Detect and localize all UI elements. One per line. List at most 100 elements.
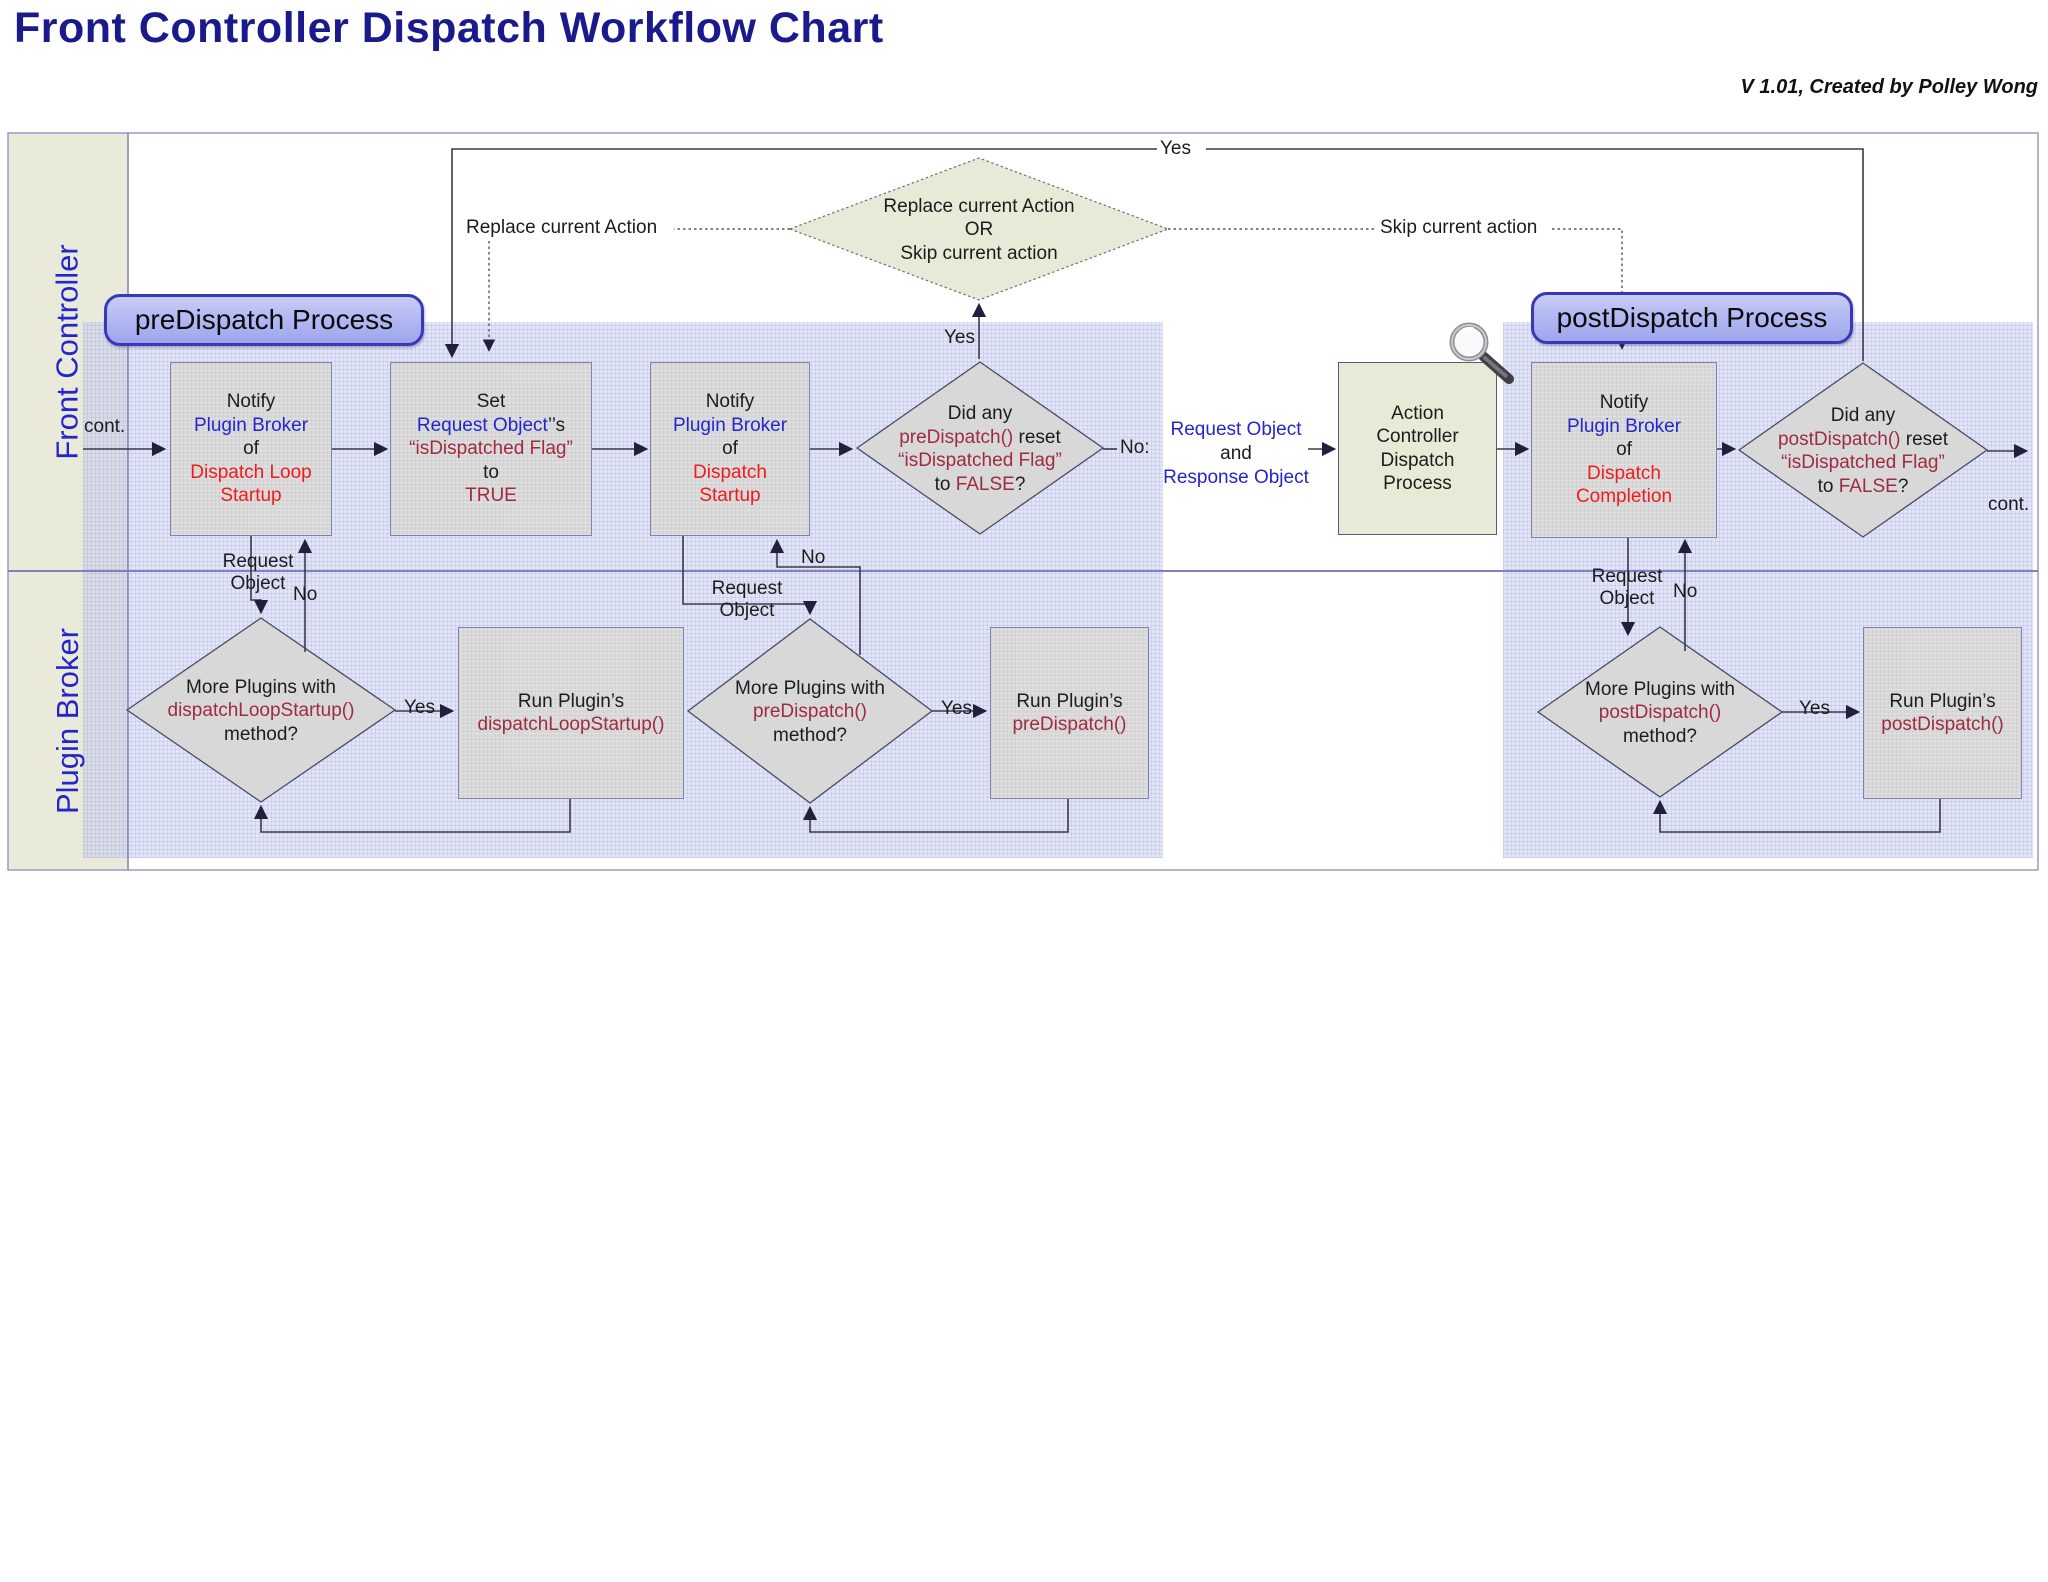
node-text: postDispatch() (1598, 702, 1722, 724)
label-cont-out: cont. (1988, 494, 2030, 515)
node-text: Plugin Broker (193, 414, 309, 436)
node-text: method? (224, 723, 298, 745)
lane-front-controller-label: Front Controller (50, 244, 86, 460)
label-text: Request Object (1170, 419, 1302, 440)
node-text: Replace current Action (883, 195, 1075, 217)
label-text: Object (230, 573, 286, 594)
node-text: Run Plugin’s (517, 690, 625, 712)
node-text: to (934, 473, 956, 495)
node-text: Startup (699, 485, 761, 507)
label-no-1: No (293, 584, 318, 605)
node-text: Plugin Broker (672, 414, 788, 436)
node-notify-dispatch-startup: Notify Plugin Broker of Dispatch Startup (650, 362, 810, 536)
node-set-isdispatched-true: Set Request Object’’s “isDispatched Flag… (390, 362, 592, 536)
node-text: Dispatch (1587, 462, 1661, 484)
label-text: Request (1591, 566, 1663, 587)
magnifier-icon (1449, 322, 1514, 384)
node-text: Dispatch Loop (190, 461, 312, 483)
node-text: Set (476, 391, 506, 413)
label-yes-2: Yes (941, 698, 972, 719)
replace-or-skip-text: Replace current Action OR Skip current a… (809, 187, 1149, 273)
node-text: method? (1623, 725, 1697, 747)
postdispatch-process-pill: postDispatch Process (1531, 292, 1853, 344)
node-text: TRUE (465, 485, 517, 507)
node-text: “isDispatched Flag” (898, 450, 1062, 471)
lane-plugin-broker: Plugin Broker (8, 571, 128, 870)
predispatch-reset-text: Did any preDispatch() reset “isDispatche… (876, 395, 1084, 503)
node-text: Run Plugin’s (1889, 690, 1996, 712)
label-no-colon: No: (1120, 437, 1150, 458)
node-text: of (243, 438, 259, 460)
node-text: Completion (1575, 486, 1673, 508)
node-text: FALSE (1838, 475, 1898, 497)
label-yes-to-replace-skip: Yes (944, 327, 975, 348)
node-run-postdispatch: Run Plugin’s postDispatch() (1863, 627, 2022, 799)
node-text: More Plugins with (1585, 678, 1735, 700)
label-no-2: No (801, 547, 826, 568)
node-text: More Plugins with (735, 677, 885, 699)
label-request-response-objects: Request Object and Response Object (1151, 418, 1321, 490)
postdispatch-pill-label: postDispatch Process (1556, 302, 1828, 333)
label-request-object-1: Request Object (208, 551, 308, 595)
label-yes-3: Yes (1799, 698, 1830, 719)
label-skip-current-action: Skip current action (1380, 217, 1538, 238)
node-text: Notify (705, 391, 755, 413)
label-text: and (1220, 443, 1252, 464)
label-yes-1: Yes (404, 697, 435, 718)
node-text: of (722, 438, 738, 460)
node-text: Notify (1599, 392, 1649, 414)
lane-front-controller: Front Controller (8, 133, 128, 571)
label-cont-in: cont. (84, 416, 126, 437)
label-request-object-3: Request Object (1577, 566, 1677, 610)
node-notify-dispatch-loop-startup: Notify Plugin Broker of Dispatch Loop St… (170, 362, 332, 536)
node-notify-dispatch-completion: Notify Plugin Broker of Dispatch Complet… (1531, 362, 1717, 538)
node-text: Process (1383, 473, 1452, 494)
node-text: dispatchLoopStartup() (167, 700, 355, 722)
node-text: More Plugins with (186, 676, 336, 698)
node-text: preDispatch() (899, 426, 1014, 448)
node-text: reset (1900, 428, 1949, 450)
node-text: to (483, 461, 499, 483)
node-text: ? (1897, 475, 1909, 497)
node-text: Controller (1376, 426, 1459, 447)
node-text: Did any (1830, 405, 1896, 426)
node-text: preDispatch() (752, 701, 868, 723)
node-text: Startup (220, 485, 282, 507)
label-text: Response Object (1163, 467, 1309, 488)
label-text: Object (1599, 588, 1655, 609)
node-text: to (1817, 475, 1839, 497)
node-text: postDispatch() (1777, 428, 1901, 450)
node-run-predispatch: Run Plugin’s preDispatch() (990, 627, 1149, 799)
node-text: FALSE (955, 473, 1015, 495)
page-title: Front Controller Dispatch Workflow Chart (14, 4, 884, 52)
label-yes-top-loop: Yes (1160, 138, 1191, 159)
label-text: Request (711, 578, 783, 599)
node-text: Action (1391, 402, 1444, 424)
label-replace-current-action: Replace current Action (466, 217, 658, 238)
node-text: reset (1013, 426, 1061, 448)
node-text: Notify (226, 391, 276, 413)
label-text: Request (222, 551, 294, 572)
node-text: Run Plugin’s (1016, 690, 1123, 712)
postdispatch-reset-text: Did any postDispatch() reset “isDispatch… (1759, 397, 1967, 505)
node-text: dispatchLoopStartup() (477, 714, 665, 735)
node-text: Plugin Broker (1566, 415, 1682, 437)
node-text: ? (1014, 473, 1026, 495)
node-text: Dispatch (1380, 449, 1455, 471)
more-postdispatch-text: More Plugins with postDispatch() method? (1545, 658, 1775, 768)
node-text: Request Object (416, 414, 548, 436)
node-run-dispatchloopstartup: Run Plugin’s dispatchLoopStartup() (458, 627, 684, 799)
node-text: “isDispatched Flag” (1781, 452, 1945, 473)
more-loopstartup-text: More Plugins with dispatchLoopStartup() … (141, 655, 381, 767)
node-text: Dispatch (693, 461, 767, 483)
node-text: method? (773, 724, 847, 746)
label-text: Object (719, 600, 775, 621)
node-text: Skip current action (900, 242, 1058, 264)
label-request-object-2: Request Object (697, 578, 797, 622)
node-text: preDispatch() (1012, 714, 1127, 735)
node-text: ’’s (547, 414, 566, 436)
version-note: V 1.01, Created by Polley Wong (1740, 76, 2039, 98)
node-text: postDispatch() (1881, 714, 2004, 735)
node-text: of (1616, 439, 1632, 461)
